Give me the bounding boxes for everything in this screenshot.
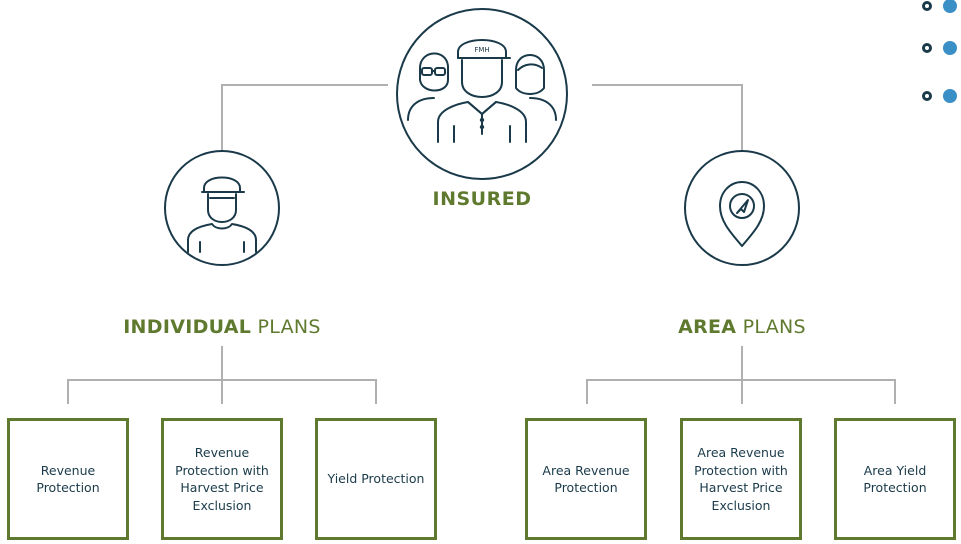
plan-box-revenue-protection-hpe: Revenue Protection with Harvest Price Ex… [161, 418, 283, 540]
heading-bold: INDIVIDUAL [123, 316, 252, 338]
farmer-icon [187, 176, 257, 253]
area-plans-heading: AREA PLANS [620, 316, 864, 338]
bullet-row [922, 0, 961, 18]
plan-box-yield-protection: Yield Protection [315, 418, 437, 540]
heading-bold: AREA [678, 316, 737, 338]
area-plans-node [684, 150, 800, 266]
ring-dot-icon [922, 43, 932, 53]
plan-box-area-yield-protection: Area Yield Protection [834, 418, 956, 540]
cap-logo-text: FMH [474, 46, 489, 54]
ring-dot-icon [922, 91, 932, 101]
plan-box-area-revenue-protection-hpe: Area Revenue Protection with Harvest Pri… [680, 418, 802, 540]
insured-node: FMH [396, 8, 568, 180]
filled-dot-icon [943, 0, 957, 13]
filled-dot-icon [943, 89, 957, 103]
bullet-row [922, 40, 961, 60]
heading-light: PLANS [736, 316, 806, 338]
individual-plans-heading: INDIVIDUAL PLANS [100, 316, 344, 338]
decorative-bullets [922, 0, 961, 120]
individual-plans-node [164, 150, 280, 266]
heading-light: PLANS [251, 316, 321, 338]
insured-group-icon: FMH [407, 39, 557, 143]
insured-label: INSURED [432, 188, 532, 210]
filled-dot-icon [943, 41, 957, 55]
plan-box-revenue-protection: Revenue Protection [7, 418, 129, 540]
ring-dot-icon [922, 1, 932, 11]
location-pin-icon [719, 181, 765, 247]
plan-box-area-revenue-protection: Area Revenue Protection [525, 418, 647, 540]
bullet-row [922, 88, 961, 108]
